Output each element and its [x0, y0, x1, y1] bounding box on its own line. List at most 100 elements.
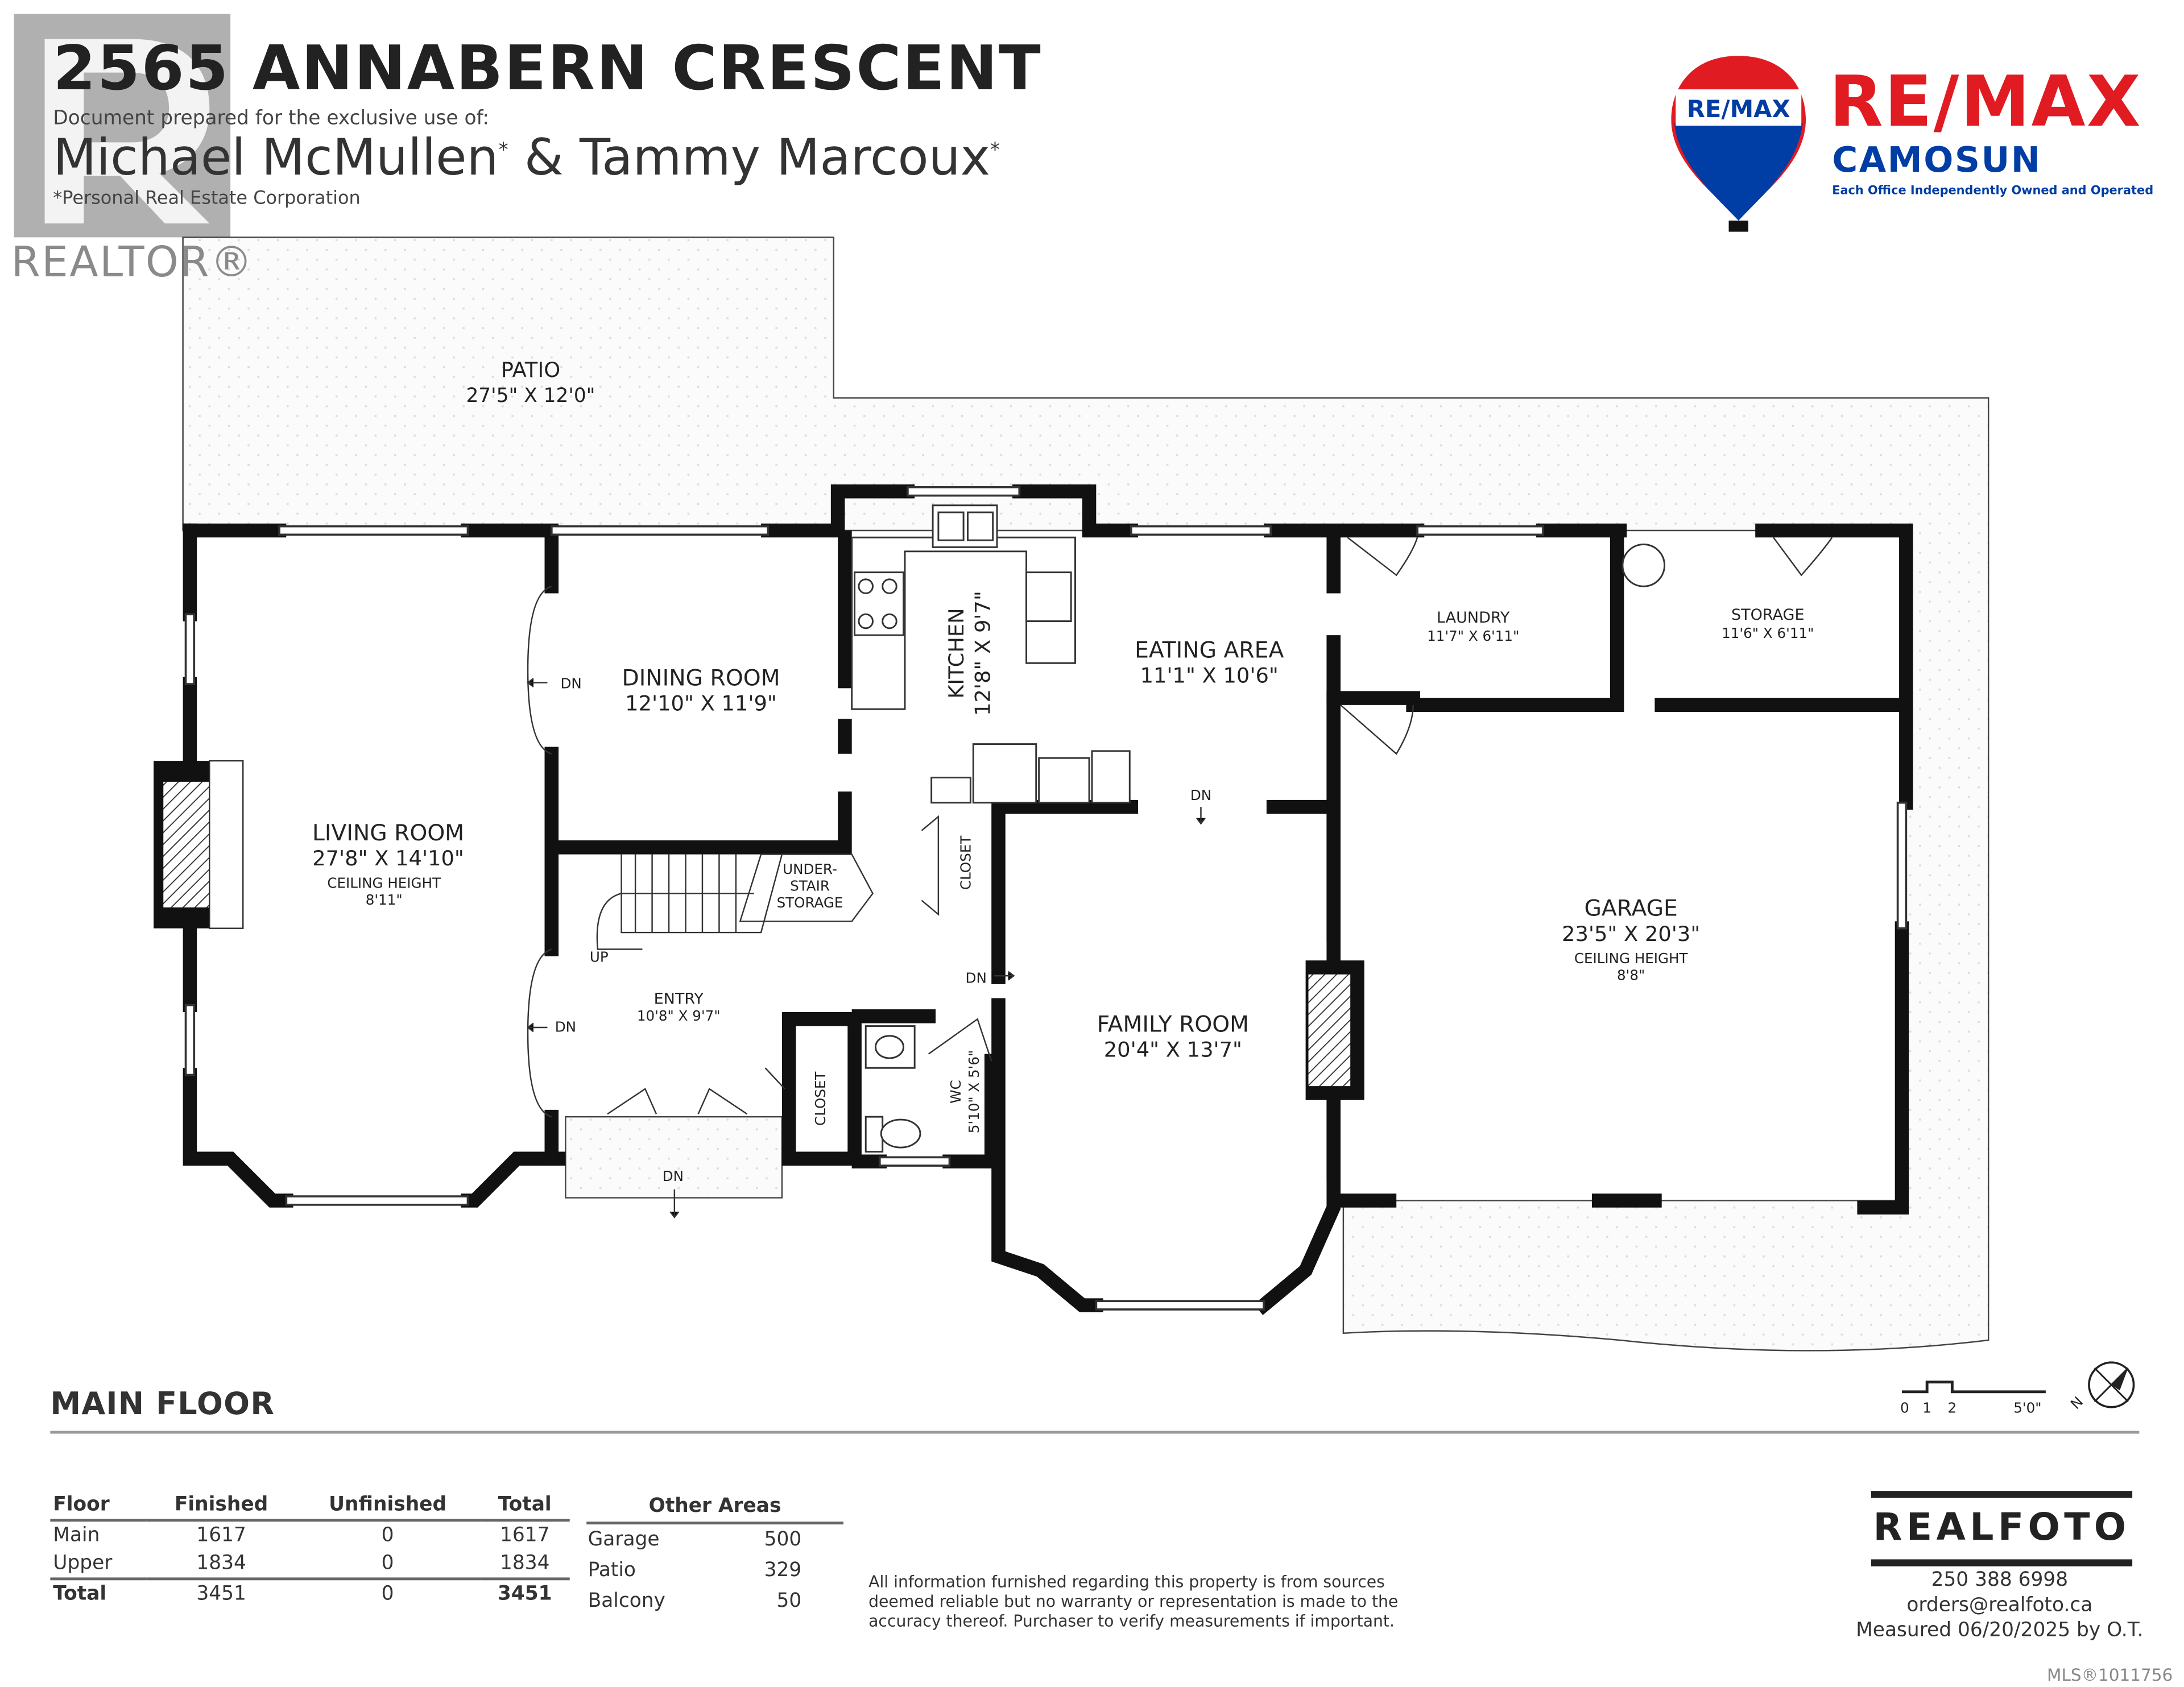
cell: 1617 [499, 1524, 550, 1547]
walls [183, 484, 1913, 1315]
direction-arrows [527, 678, 1206, 1218]
kitchen-dims: 12'8" X 9'7" [971, 591, 995, 716]
floor-label: MAIN FLOOR [50, 1387, 275, 1423]
table-row: Garage 500 [586, 1523, 843, 1555]
storage-dims: 11'6" X 6'11" [1722, 625, 1814, 641]
water-heater [1622, 544, 1666, 587]
north-label: N [2067, 1393, 2086, 1412]
staircase [596, 853, 874, 950]
realfoto-phone: 250 388 6998 [1931, 1569, 2069, 1591]
kitchen-name: KITCHEN [944, 608, 969, 699]
living-room-name: LIVING ROOM [312, 820, 464, 846]
cell: 0 [295, 1577, 480, 1609]
entry-name: ENTRY [654, 990, 704, 1008]
realtor-r-mark [44, 39, 210, 223]
cell: 3451 [479, 1577, 570, 1609]
remax-balloon-logo: RE/MAX [1671, 56, 1806, 232]
table-header-row: Floor Finished Unfinished Total [50, 1491, 570, 1522]
property-address: 2565 ANNABERN CRESCENT [53, 33, 1043, 105]
compass-icon: N [2067, 1361, 2135, 1412]
down-label: DN [663, 1168, 684, 1184]
asterisk: * [990, 139, 1000, 162]
remax-office: CAMOSUN [1832, 139, 2042, 180]
realtor-logo [14, 14, 231, 238]
scale-tick: 0 [1900, 1400, 1909, 1416]
garage-ceiling-label: CEILING HEIGHT [1574, 950, 1689, 967]
laundry-name: LAUNDRY [1437, 609, 1510, 627]
down-label: DN [561, 675, 582, 691]
wc-fixtures [864, 1025, 921, 1153]
column-header: Floor [50, 1491, 147, 1522]
table-row: Main 1617 0 1617 [50, 1520, 569, 1550]
balloon-text: RE/MAX [1687, 95, 1790, 123]
table-row: Patio 329 [586, 1555, 843, 1586]
cell: 0 [381, 1524, 394, 1547]
remax-tagline: Each Office Independently Owned and Oper… [1832, 184, 2154, 198]
wc-name: WC [948, 1080, 964, 1103]
cell: 500 [764, 1528, 802, 1551]
disclaimer-line: All information furnished regarding this… [868, 1572, 1385, 1591]
disclaimer: All information furnished regarding this… [868, 1572, 1398, 1631]
patio-area [182, 237, 1989, 1352]
down-label: DN [555, 1018, 576, 1035]
cell: 50 [776, 1590, 802, 1613]
agent-names: Michael McMullen* & Tammy Marcoux* [53, 132, 1000, 185]
measured-note: Measured 06/20/2025 by O.T. [1856, 1619, 2144, 1642]
table-row: Balcony 50 [586, 1586, 843, 1616]
cell: Patio [588, 1559, 636, 1582]
scale-bar: 0 1 2 5'0" [1900, 1381, 2046, 1416]
living-room-dims: 27'8" X 14'10" [312, 846, 464, 871]
disclaimer-line: accuracy thereof. Purchaser to verify me… [868, 1611, 1395, 1631]
living-room-ceiling: 8'11" [366, 892, 403, 908]
mls-number: MLS®1011756 [2047, 1665, 2173, 1685]
patio-name: PATIO [501, 358, 561, 382]
agent-2: Tammy Marcoux [579, 130, 990, 187]
understair-line2: STAIR [790, 877, 830, 894]
wc-dims: 5'10" X 5'6" [966, 1050, 982, 1134]
room-labels: PATIO 27'5" X 12'0" LIVING ROOM 27'8" X … [312, 358, 1814, 1184]
scale-tick: 2 [1948, 1400, 1957, 1416]
patio-dims: 27'5" X 12'0" [466, 384, 595, 407]
cell: Garage [588, 1528, 660, 1551]
table-row: Upper 1834 0 1834 [50, 1549, 569, 1579]
agent-1: Michael McMullen [53, 130, 499, 187]
up-label: UP [590, 949, 609, 965]
garage-name: GARAGE [1584, 896, 1677, 922]
divider [50, 1431, 2140, 1434]
cell: Main [53, 1524, 100, 1547]
doors [527, 537, 1833, 1118]
cell: Balcony [588, 1590, 665, 1613]
cell: Total [50, 1577, 147, 1609]
eating-area-name: EATING AREA [1135, 637, 1284, 663]
cell: 329 [764, 1559, 802, 1582]
cell: 3451 [147, 1577, 296, 1609]
family-room-name: FAMILY ROOM [1097, 1012, 1249, 1037]
cell: Upper [53, 1552, 113, 1575]
asterisk: * [498, 139, 508, 162]
garage-dims: 23'5" X 20'3" [1562, 922, 1700, 946]
column-header: Finished [147, 1491, 296, 1522]
disclaimer-line: deemed reliable but no warranty or repre… [868, 1591, 1399, 1611]
storage-name: STORAGE [1731, 606, 1805, 624]
down-label: DN [1190, 787, 1211, 803]
table-total-row: Total 3451 0 3451 [50, 1577, 570, 1609]
understair-line1: UNDER- [783, 861, 837, 877]
remax-name: RE/MAX [1829, 61, 2142, 143]
dining-room-name: DINING ROOM [622, 666, 780, 691]
prepared-for-note: Document prepared for the exclusive use … [53, 107, 489, 130]
column-header: Total [479, 1491, 570, 1522]
cell: 1834 [196, 1552, 246, 1575]
cell: 0 [381, 1552, 394, 1575]
closet-label: CLOSET [812, 1071, 829, 1126]
column-header: Other Areas [586, 1491, 843, 1525]
entry-dims: 10'8" X 9'7" [637, 1008, 721, 1024]
garage-ceiling: 8'8" [1617, 967, 1645, 984]
down-label: DN [966, 969, 987, 986]
living-room-ceiling-label: CEILING HEIGHT [327, 875, 441, 892]
closet-label: CLOSET [957, 835, 974, 890]
cell: 1834 [499, 1552, 550, 1575]
realfoto-email: orders@realfoto.ca [1906, 1594, 2093, 1617]
kitchen-fixtures [851, 504, 1131, 804]
